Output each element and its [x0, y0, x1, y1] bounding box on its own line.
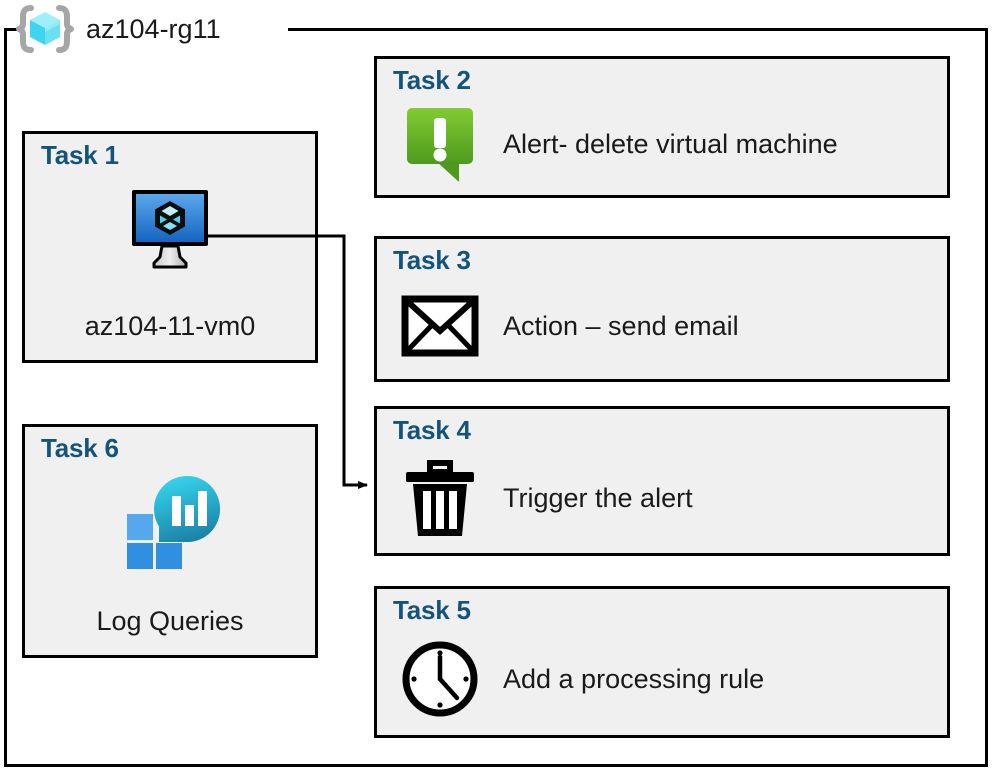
card-task5-caption: Add a processing rule: [503, 663, 765, 694]
card-task3-title: Task 3: [393, 245, 471, 275]
resource-group-header: az104-rg11: [14, 2, 221, 56]
card-task6-title: Task 6: [41, 433, 119, 463]
card-task3-caption: Action – send email: [503, 310, 739, 341]
card-task1-caption: az104-11-vm0: [84, 311, 256, 341]
card-task2-caption: Alert- delete virtual machine: [503, 128, 838, 159]
resource-group-header-gap: [18, 18, 288, 40]
card-task4[interactable]: Task 4 Trigger the alert: [374, 406, 950, 556]
card-task5-title: Task 5: [393, 595, 471, 625]
trash-can-icon: [399, 457, 481, 539]
card-task6-caption: Log Queries: [96, 606, 244, 636]
card-task2[interactable]: Task 2 Alert- delete virtual machine: [374, 56, 950, 198]
card-task6[interactable]: Task 6 Log Queries: [22, 424, 318, 658]
alert-exclamation-icon: [399, 103, 481, 185]
card-task3[interactable]: Task 3 Action – send email: [374, 236, 950, 382]
resource-group-cube-icon: [14, 3, 76, 55]
log-analytics-icon: [25, 476, 315, 569]
clock-icon: [399, 638, 481, 720]
card-task5[interactable]: Task 5 Add a processing rule: [374, 586, 950, 738]
resource-group-name: az104-rg11: [86, 13, 221, 44]
virtual-machine-icon: [25, 186, 315, 272]
card-task2-title: Task 2: [393, 65, 471, 95]
card-task4-title: Task 4: [393, 415, 471, 445]
card-task1-title: Task 1: [41, 140, 119, 170]
resource-group-frame: [4, 28, 988, 767]
envelope-icon: [399, 285, 481, 367]
card-task4-caption: Trigger the alert: [503, 482, 693, 513]
card-task1[interactable]: Task 1: [22, 131, 318, 363]
